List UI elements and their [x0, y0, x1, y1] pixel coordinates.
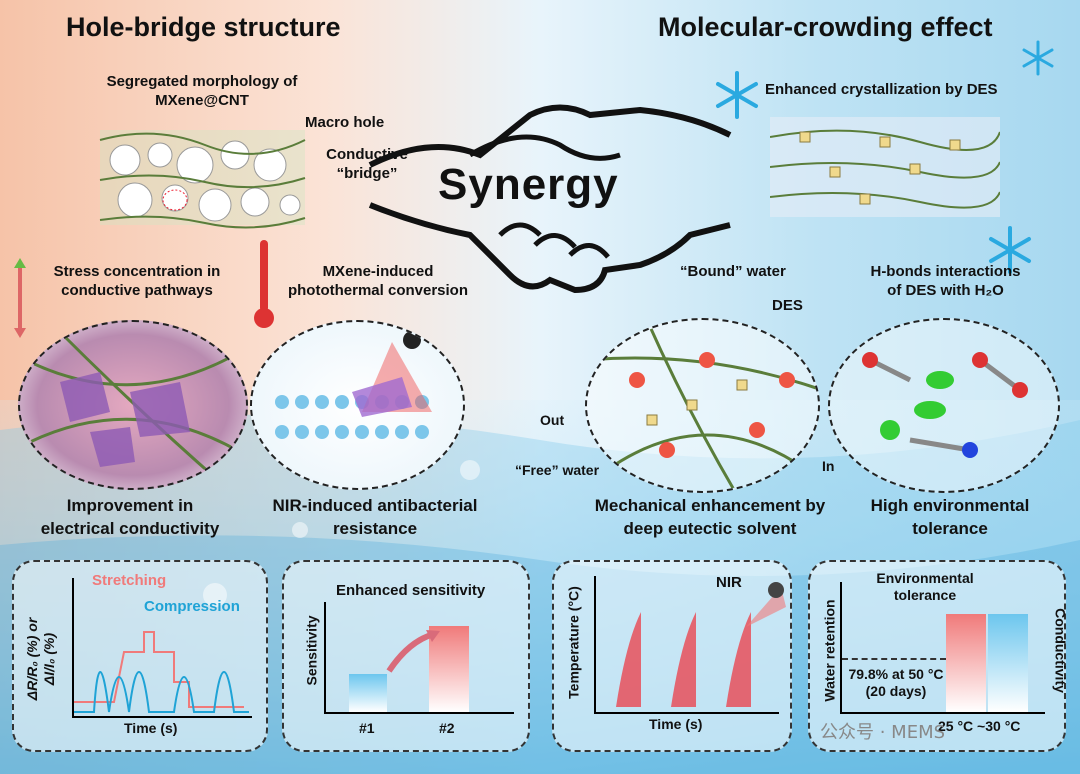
- p1-compression-label: Compression: [144, 598, 240, 615]
- free-water-label: “Free” water: [515, 462, 600, 478]
- synergy-label: Synergy: [438, 160, 619, 209]
- p1-xlabel: Time (s): [124, 720, 178, 736]
- p2-x-axis: [324, 712, 514, 714]
- p4-bar-water: [946, 614, 986, 712]
- p4-note: 79.8% at 50 °C(20 days): [848, 666, 944, 699]
- snowflake-icon: [716, 71, 758, 119]
- thermometer-icon: [253, 240, 275, 330]
- left-title: Hole-bridge structure: [66, 12, 341, 42]
- p3-nir-label: NIR: [716, 574, 742, 591]
- p2-title: Enhanced sensitivity: [336, 582, 486, 599]
- p1-curves: [74, 631, 249, 713]
- out-label: Out: [540, 412, 565, 428]
- snowflake-icon-right: [989, 226, 1031, 274]
- hbonds-oval: [828, 318, 1060, 493]
- des-network-illustration: [770, 117, 1000, 217]
- conductive-pathway-oval: [18, 320, 248, 490]
- right-title: Molecular-crowding effect: [658, 12, 993, 42]
- p1-x-axis: [72, 716, 252, 718]
- p2-bar-1: [349, 674, 387, 712]
- photothermal-label: MXene-induced photothermal conversion: [287, 263, 469, 299]
- hbonds-label: H-bonds interactions of DES with H₂O: [870, 263, 1021, 299]
- p2-x2: #2: [439, 720, 455, 736]
- snowflake-icon-small: [1022, 40, 1054, 76]
- p2-arrow-icon: [386, 630, 440, 673]
- mxene-cnt-morphology: [99, 130, 306, 229]
- panel-photothermal: Temperature (°C) Time (s) NIR: [552, 560, 792, 752]
- antibacterial-oval: [250, 320, 465, 490]
- des-label: DES: [772, 297, 803, 314]
- in-label: In: [822, 458, 835, 474]
- macro-hole-label: Macro hole: [305, 114, 385, 131]
- p3-y-axis: [594, 576, 596, 712]
- p4-ylabel-left: Water retention: [821, 599, 838, 702]
- morphology-label: Segregated morphology of MXene@CNT: [106, 73, 298, 109]
- watermark: 公众号 · MEMS: [820, 722, 946, 743]
- p4-x-axis: [840, 712, 1045, 714]
- p3-xlabel: Time (s): [649, 716, 703, 732]
- p4-ylabel-right: Conductivity: [1052, 608, 1069, 693]
- p3-ylabel: Temperature (°C): [565, 586, 582, 699]
- crystallization-label: Enhanced crystallization by DES: [765, 81, 998, 98]
- p1-stretching-label: Stretching: [92, 572, 167, 589]
- p2-ylabel: Sensitivity: [303, 615, 320, 686]
- p2-bar-2: [429, 626, 469, 712]
- p4-dash-line: [842, 658, 946, 660]
- p2-y-axis: [324, 602, 326, 712]
- stress-arrow-icon: [12, 258, 28, 338]
- stress-label: Stress concentration in conductive pathw…: [53, 263, 221, 299]
- mechanical-oval: [585, 318, 820, 493]
- p3-x-axis: [594, 712, 779, 714]
- p4-xrange: 25 °C ~30 °C: [938, 718, 1021, 734]
- p2-x1: #1: [359, 720, 375, 736]
- p1-y-axis: [72, 578, 74, 718]
- bound-water-label: “Bound” water: [680, 263, 786, 280]
- p4-bar-conductivity: [988, 614, 1028, 712]
- p3-heat-curves: [616, 582, 786, 707]
- p4-y-axis-left: [840, 582, 842, 712]
- handshake-icon: [368, 104, 732, 294]
- panel-sensitivity: Sensitivity Enhanced sensitivity #1 #2: [282, 560, 530, 752]
